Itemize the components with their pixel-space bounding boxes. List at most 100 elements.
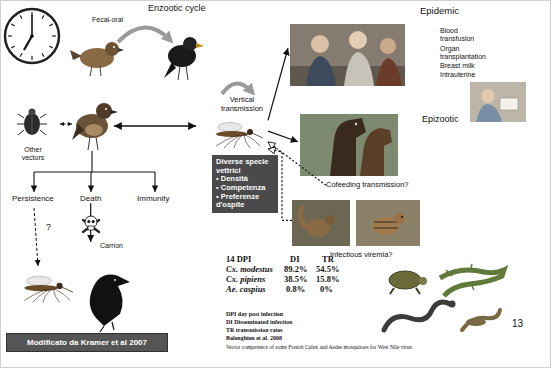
table-cell: 0.8%	[286, 285, 305, 295]
note: DI Disseminated infection	[226, 319, 292, 326]
table-cell: Cx. pipiens	[226, 275, 265, 285]
reptile-pictures	[384, 264, 504, 330]
node-item: • Preferenze d'ospite	[216, 193, 274, 210]
reptile-pictures	[446, 264, 474, 290]
table-cell: 0%	[320, 285, 333, 295]
sparrow-picture	[70, 50, 82, 60]
connector-arrow	[268, 131, 298, 142]
vertical-arrow	[222, 83, 252, 94]
note: DPI day post infection	[226, 311, 283, 318]
skull-symbol	[83, 216, 99, 232]
fecal-oral-arrow	[118, 27, 170, 42]
epidemic-node: Epidemic	[288, 6, 528, 90]
cycle-title: Enzootic cycle	[148, 3, 206, 13]
question-mark: ?	[46, 222, 51, 232]
reptile-pictures	[466, 318, 486, 326]
outcome-label: Persistence	[12, 194, 54, 203]
squirrel-photo	[325, 215, 335, 225]
skull-symbol	[88, 226, 94, 230]
sparrow-picture	[70, 42, 124, 76]
carrion-node: Carrion	[84, 242, 136, 332]
chipmunk-photo	[356, 200, 420, 246]
outcome-tree	[33, 172, 34, 192]
clock-picture	[5, 9, 59, 63]
clock-picture	[31, 56, 32, 60]
node-item: • Densità	[216, 175, 274, 184]
node-text: Infectious viremia?	[330, 251, 393, 260]
table-cell: 38.5%	[284, 275, 307, 285]
chipmunk-photo	[395, 213, 406, 224]
reptile-pictures	[384, 302, 450, 330]
sparrow-picture	[90, 66, 101, 76]
source-box: Modificato da Kramer et al 2007	[6, 333, 168, 352]
epidemic-photo	[306, 56, 336, 86]
squirrel-photo	[292, 200, 350, 246]
host-bird-picture	[72, 103, 118, 150]
reading-photo	[470, 82, 526, 122]
sparrow-picture	[118, 48, 124, 52]
clock-picture	[20, 15, 22, 19]
mosquito-picture	[24, 276, 73, 302]
clock-picture	[11, 46, 15, 48]
crow-picture	[114, 279, 116, 281]
node-text: Carrion	[100, 242, 123, 250]
node-text: Immunity	[137, 194, 169, 203]
horse-photo	[300, 114, 398, 176]
blackbird-picture	[164, 62, 176, 78]
clock-picture	[31, 15, 33, 36]
clock-picture	[49, 46, 53, 48]
vector-arrow	[60, 124, 72, 125]
blackbird-picture	[196, 43, 204, 48]
squirrel-photo	[300, 206, 306, 228]
outcome-tree	[154, 172, 155, 192]
table-cell: 89.2%	[284, 265, 307, 275]
squirrel-photo	[292, 200, 350, 246]
beetle-picture	[17, 114, 47, 135]
sparrow-picture	[113, 46, 115, 48]
route-label: Organ transplantation	[440, 45, 502, 61]
page-number: 13	[512, 318, 523, 330]
table-header: DI	[290, 255, 299, 265]
outcome-label: Death	[80, 194, 101, 203]
beetle-picture	[24, 113, 40, 135]
table-cell: Ae. caspius	[226, 285, 266, 295]
skull-symbol	[87, 220, 90, 223]
route-label: Fecal-oral	[92, 16, 123, 24]
table-header: TR	[322, 255, 334, 265]
horse-photo	[360, 128, 392, 176]
blackbird-picture	[164, 37, 204, 80]
outcome-tree	[34, 151, 155, 192]
connector-arrow	[268, 48, 288, 120]
viremia-node: Infectious viremia?	[292, 198, 428, 260]
epidemic-photo	[344, 52, 374, 86]
note: TR transmission rates	[226, 327, 283, 334]
epizootic-node: Epizootic	[298, 112, 474, 178]
host-bird-picture	[105, 108, 107, 110]
clock-picture	[42, 53, 44, 57]
reading-photo	[500, 98, 518, 110]
clock-picture	[24, 36, 32, 50]
vector-label: Other vectors	[8, 108, 58, 162]
crow-picture	[90, 275, 130, 332]
table-header: 14 DPI	[226, 255, 251, 265]
chipmunk-photo	[374, 222, 398, 228]
epidemic-photo	[376, 58, 402, 86]
reading-photo	[476, 104, 502, 122]
host-bird-picture	[96, 103, 112, 119]
horse-photo	[330, 118, 366, 176]
node-text: Vertical transmission	[216, 96, 268, 113]
host-bird-picture	[88, 137, 98, 150]
outcome-label: Immunity	[137, 194, 169, 203]
route-label: Blood transfusion	[440, 27, 492, 43]
epidemic-photo	[380, 38, 396, 54]
node-item: • Competenza	[216, 184, 274, 193]
persistence-arrow	[34, 208, 38, 266]
table-cell: 54.5%	[316, 265, 339, 275]
note: Balenghien et al. 2008	[226, 335, 282, 342]
crow-picture	[90, 275, 130, 326]
beetle-picture	[32, 116, 33, 134]
beetle-picture	[29, 109, 36, 116]
host-bird-picture	[72, 124, 84, 140]
